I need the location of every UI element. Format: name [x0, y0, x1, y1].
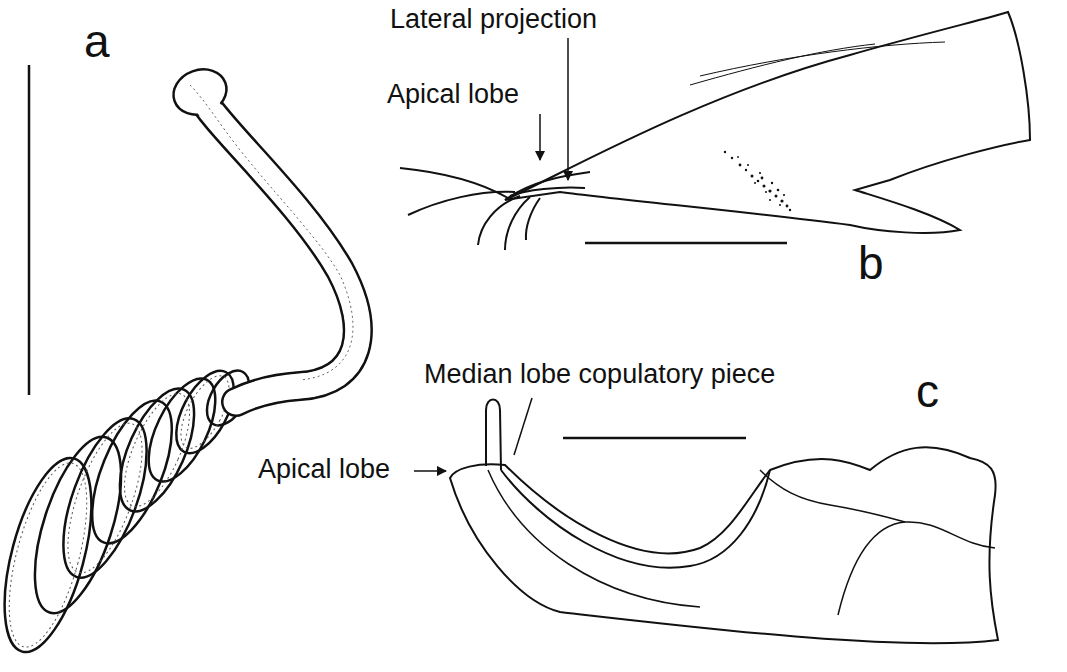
- part-label: Apical lobe: [385, 80, 521, 110]
- leader-line: [514, 398, 532, 455]
- part-label: Median lobe copulatory piece: [422, 360, 777, 390]
- panel-letter: b: [856, 238, 886, 289]
- leader-line: [539, 114, 541, 160]
- leader-line: [414, 470, 446, 472]
- panel-letter: a: [82, 16, 112, 67]
- scale-bar: [28, 65, 31, 395]
- leader-line: [567, 38, 569, 180]
- median-lobe-drawing: [450, 400, 998, 644]
- part-label: Apical lobe: [256, 455, 392, 485]
- scale-bar: [585, 242, 787, 245]
- paramere-drawing: [400, 12, 1030, 250]
- scale-bar: [563, 437, 746, 440]
- part-label: Lateral projection: [388, 5, 599, 35]
- panel-letter: c: [914, 366, 941, 417]
- spermatheca-drawing: [0, 62, 358, 661]
